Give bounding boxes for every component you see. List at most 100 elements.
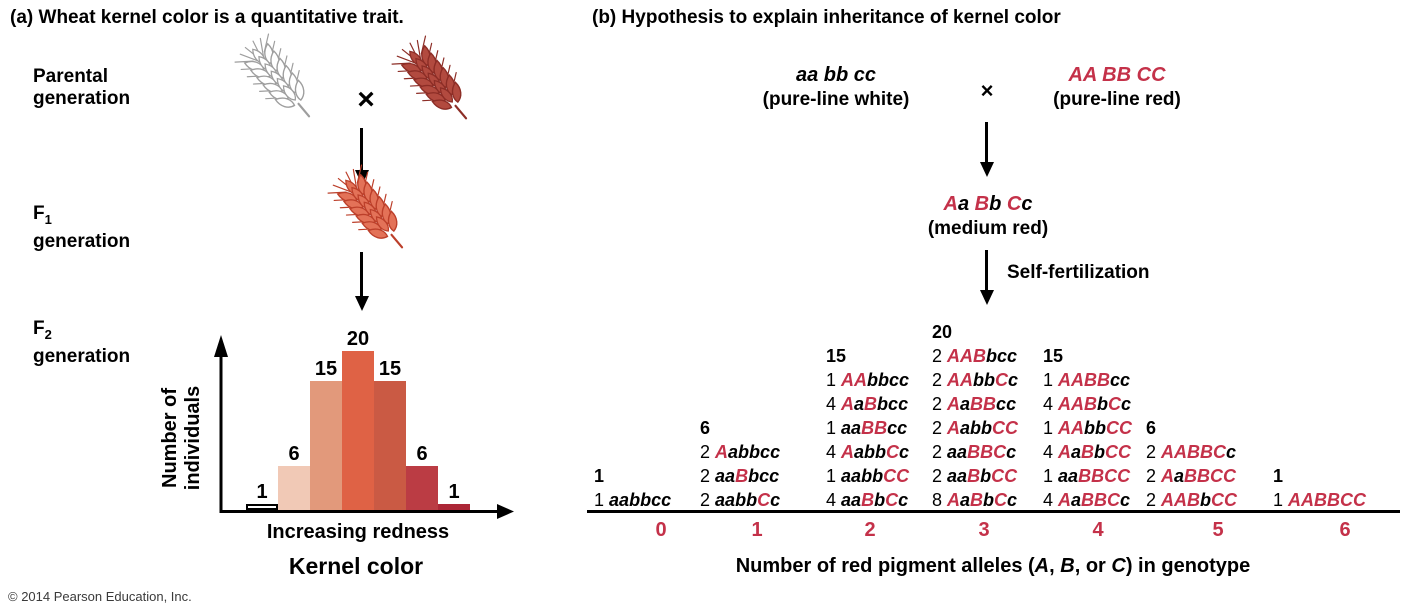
allele-letter: C [1210, 466, 1224, 486]
allele-tick-1: 1 [751, 519, 763, 541]
genotype-column-total: 6 [1146, 418, 1157, 438]
allele-letter: C [992, 418, 1006, 438]
genotype-count: 4 [1043, 394, 1054, 414]
genotype-count: 2 [1146, 466, 1157, 486]
allele-letter: b [738, 442, 750, 462]
parent-white-genotype: aa bb cc [763, 64, 910, 87]
allele-letter: b [970, 418, 982, 438]
allele-letter: c [661, 490, 672, 510]
wheat-spikelet [375, 216, 390, 232]
allele-letter: c [1007, 490, 1018, 510]
allele-letter: a [854, 442, 865, 462]
allele-letter: b [989, 193, 1002, 215]
genotype-entry: 4 AABbCc [1043, 392, 1132, 416]
genotype: AaBbcc [841, 394, 908, 414]
genotype: AAbbCC [1058, 418, 1132, 438]
genotype-count: 1 [826, 466, 837, 486]
genotype: AaBBcc [947, 394, 1016, 414]
genotype-count: 8 [932, 490, 943, 510]
allele-letter: C [1224, 490, 1238, 510]
allele-letter: c [651, 490, 662, 510]
genotype: AABBCC [1288, 490, 1366, 510]
parental-label-line2: generation [33, 88, 131, 109]
genotype-count: 2 [700, 442, 711, 462]
allele-letter: A [1071, 394, 1085, 414]
allele-letter: a [1058, 466, 1069, 486]
allele-letter: C [994, 490, 1008, 510]
allele-letter: c [770, 490, 781, 510]
genotype-entry: 4 AaBBCc [1043, 488, 1132, 512]
allele-letter: C [1107, 490, 1121, 510]
allele-letter: a [715, 490, 726, 510]
allele-letter: c [899, 442, 910, 462]
allele-letter: a [854, 394, 865, 414]
allele-letter: a [957, 193, 970, 215]
genotype-entry: 4 aaBbCc [826, 488, 909, 512]
allele-letter: B [1327, 490, 1341, 510]
allele-letter: B [861, 418, 875, 438]
allele-letter: b [746, 490, 758, 510]
f2-label-line1: F2 [33, 318, 130, 346]
genotype-entry: 2 AABbCC [1146, 488, 1237, 512]
allele-letter: b [864, 442, 876, 462]
histogram-bar-6 [438, 504, 470, 510]
histogram-bar-value: 20 [346, 328, 370, 350]
allele-letter: c [853, 64, 865, 86]
allele-letter: a [1071, 490, 1082, 510]
arrow-parental-to-f1 [360, 128, 363, 170]
genotype: Aabbcc [715, 442, 780, 462]
allele-letter: b [749, 442, 761, 462]
histogram-bar-5 [406, 466, 438, 510]
allele-letter: A [1068, 64, 1083, 86]
allele-letter: a [725, 490, 736, 510]
genotype-count: 2 [1146, 490, 1157, 510]
allele-letter: B [1116, 64, 1132, 86]
wheat-ear-group [234, 33, 311, 118]
allele-letter: b [1200, 490, 1212, 510]
genotype-count: 2 [932, 370, 943, 390]
allele-letter: A [1288, 490, 1302, 510]
f2-label-subscript: 2 [44, 326, 52, 342]
allele-letter: A [1161, 466, 1175, 486]
wheat-spikelet [387, 210, 398, 233]
allele-tick-2: 2 [864, 519, 876, 541]
f1-generation-label: F1 generation [33, 203, 130, 253]
allele-letter: b [981, 418, 993, 438]
allele-letter: b [835, 64, 849, 86]
allele-letter: B [1081, 490, 1095, 510]
allele-letter: a [957, 466, 968, 486]
genotype-entry: 1 aabbcc [594, 488, 671, 512]
allele-letter: c [898, 394, 909, 414]
allele-letter: A [841, 442, 855, 462]
allele-letter: C [1108, 394, 1122, 414]
copyright: © 2014 Pearson Education, Inc. [8, 589, 192, 604]
genotype-count: 2 [932, 394, 943, 414]
allele-letter: A [947, 346, 961, 366]
allele-letter: A [1058, 418, 1072, 438]
f2-label-f: F [33, 318, 45, 339]
allele-letter: c [769, 466, 780, 486]
allele-letter: A [841, 370, 855, 390]
genotype-column-total: 20 [932, 322, 953, 342]
allele-letter: c [1120, 370, 1131, 390]
genotype: aaBBCc [947, 442, 1016, 462]
genotype-column-total: 1 [1273, 466, 1284, 486]
f2-generation-label: F2 generation [33, 318, 130, 368]
allele-letter: a [807, 64, 819, 86]
genotype-entry: 1 AABBCC [1273, 488, 1366, 512]
genotype-entry: 2 aaBBCc [932, 440, 1018, 464]
histogram-bar-1 [278, 466, 310, 510]
axis-label-text: , or [1074, 555, 1112, 577]
allele-letter: B [980, 442, 994, 462]
histogram-bar-2 [310, 381, 342, 510]
allele-letter: B [1314, 490, 1328, 510]
allele-letter: c [1006, 394, 1017, 414]
allele-letter: b [640, 490, 652, 510]
genotype-entry: 2 AabbCC [932, 416, 1018, 440]
allele-letter: A [1058, 442, 1072, 462]
genotype-entry: 2 AaBBCC [1146, 464, 1237, 488]
